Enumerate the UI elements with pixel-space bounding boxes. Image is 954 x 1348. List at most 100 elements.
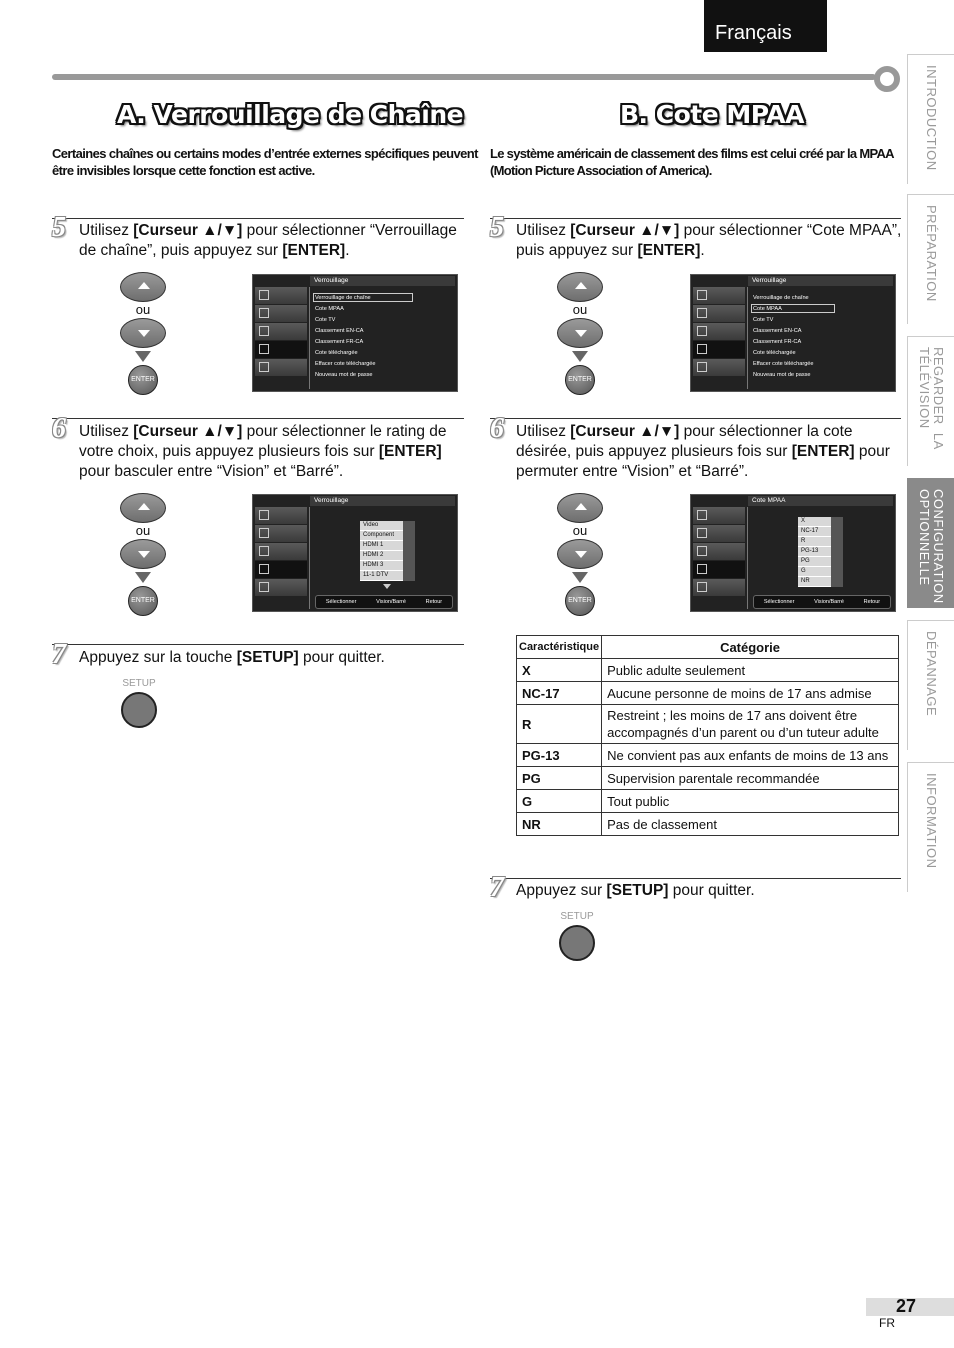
setup-button[interactable] (121, 692, 157, 728)
menu-icon (255, 323, 307, 340)
key-label: [ENTER] (378, 443, 442, 460)
menu-item: Nouveau mot de passe (315, 372, 373, 378)
enter-button[interactable]: ENTER (565, 586, 595, 616)
menu-item: Effacer cote téléchargée (753, 361, 814, 367)
arrow-down-icon (135, 351, 151, 362)
menu-screen-lock: Verrouillage Verrouillage de chaîne Cote… (252, 274, 458, 392)
step-text: Appuyez sur la touche [SETUP] pour quitt… (79, 648, 464, 668)
cursor-up-button[interactable] (120, 493, 166, 523)
table-cell: R (515, 704, 603, 744)
side-tab-label: INFORMATION (924, 773, 939, 869)
table-cell: NR (515, 812, 603, 836)
table-header-row: Caractéristique Catégorie (515, 635, 899, 659)
legend-select: Sélectionner (763, 599, 795, 605)
remote-cursor-enter: ou ENTER (556, 493, 604, 617)
step-text-part: Appuyez sur (516, 882, 607, 899)
side-tab-regarder-tv[interactable]: REGARDER LA TÉLÉVISION (907, 336, 954, 466)
menu-screen-channels: Verrouillage Video Component HDMI 1 HDMI… (252, 494, 458, 612)
side-tab-information[interactable]: INFORMATION (907, 762, 954, 892)
menu-item: Cote téléchargée (315, 350, 358, 356)
menu-highlight (313, 293, 413, 302)
menu-item: Classement FR-CA (315, 339, 364, 345)
step-text-part: Utilisez (79, 423, 134, 440)
table-cell: X (515, 658, 603, 682)
step-number: 7 (52, 639, 66, 670)
cursor-down-button[interactable] (557, 318, 603, 348)
menu-icon (693, 305, 745, 322)
menu-item: Nouveau mot de passe (753, 372, 811, 378)
remote-cursor-enter: ou ENTER (556, 272, 604, 396)
or-label: ou (135, 302, 151, 317)
side-tab-introduction[interactable]: INTRODUCTION (907, 54, 954, 184)
menu-icon (693, 287, 745, 304)
key-label: [ENTER] (282, 242, 346, 259)
enter-button[interactable]: ENTER (565, 365, 595, 395)
menu-item: Effacer cote téléchargée (315, 361, 376, 367)
step-number: 6 (490, 413, 504, 444)
side-tab-label: INTRODUCTION (924, 65, 939, 171)
menu-icon (255, 543, 307, 560)
cursor-up-button[interactable] (557, 272, 603, 302)
menu-item: Cote TV (315, 317, 336, 323)
menu-sidebar (693, 507, 745, 611)
step-text-part: . (345, 242, 350, 259)
legend-back: Retour (863, 599, 881, 605)
side-tab-depannage[interactable]: DÉPANNAGE (907, 620, 954, 750)
menu-sidebar (693, 287, 745, 391)
legend-toggle: Vision/Barré (814, 599, 844, 605)
cursor-down-button[interactable] (120, 318, 166, 348)
table-cell: Supervision parentale recommandée (601, 766, 899, 790)
step-text-part: Utilisez (516, 222, 571, 239)
step-number: 7 (490, 872, 504, 903)
menu-screen-mpaa-select: Verrouillage Verrouillage de chaîne Cote… (690, 274, 896, 392)
enter-button[interactable]: ENTER (128, 586, 158, 616)
channel-item: Component (360, 531, 403, 541)
step-number: 5 (52, 212, 66, 243)
step-number: 6 (52, 413, 66, 444)
table-cell: Aucune personne de moins de 17 ans admis… (601, 681, 899, 705)
cursor-down-button[interactable] (120, 539, 166, 569)
menu-icon (693, 579, 745, 596)
step-divider (52, 418, 464, 419)
menu-sidebar (255, 507, 307, 611)
menu-item: Verrouillage de chaîne (315, 295, 371, 301)
intro-line: (Motion Picture Association of America). (490, 163, 712, 178)
menu-icon (693, 323, 745, 340)
page-number: 27 (896, 1296, 917, 1316)
menu-icon (693, 525, 745, 542)
remote-setup: SETUP (557, 911, 597, 961)
table-cell: NC-17 (515, 681, 603, 705)
step-text: Utilisez [Curseur ▲/▼] pour sélectionner… (79, 422, 464, 482)
enter-button[interactable]: ENTER (128, 365, 158, 395)
step-text-part: pour sélectionner “Verrouillage de chaîn… (79, 222, 457, 259)
menu-item: Classement EN-CA (315, 328, 364, 334)
side-tab-label: DÉPANNAGE (924, 631, 939, 717)
intro-line: être invisibles lorsque cette fonction e… (52, 163, 315, 178)
cursor-down-button[interactable] (557, 539, 603, 569)
menu-icon (255, 507, 307, 524)
key-label: [ENTER] (637, 242, 701, 259)
or-label: ou (572, 523, 588, 538)
step-text-part: . (700, 242, 705, 259)
step-text: Appuyez sur [SETUP] pour quitter. (516, 881, 901, 901)
menu-icon (255, 579, 307, 596)
step-text-part: pour quitter. (668, 882, 755, 899)
table-header: Catégorie (601, 635, 899, 659)
cursor-up-button[interactable] (120, 272, 166, 302)
step-divider (490, 878, 901, 879)
side-tab-preparation[interactable]: PRÉPARATION (907, 194, 954, 324)
side-tab-configuration[interactable]: CONFIGURATION OPTIONNELLE (907, 478, 954, 608)
menu-highlight (751, 304, 835, 313)
section-a-intro: Certaines chaînes ou certains modes d’en… (52, 145, 478, 179)
key-label: [ENTER] (791, 443, 855, 460)
cursor-up-button[interactable] (557, 493, 603, 523)
table-cell: Restreint ; les moins de 17 ans doivent … (601, 704, 899, 744)
intro-line: Certaines chaînes ou certains modes d’en… (52, 146, 478, 161)
setup-button[interactable] (559, 925, 595, 961)
channel-list: Video Component HDMI 1 HDMI 2 HDMI 3 11-… (360, 521, 403, 581)
